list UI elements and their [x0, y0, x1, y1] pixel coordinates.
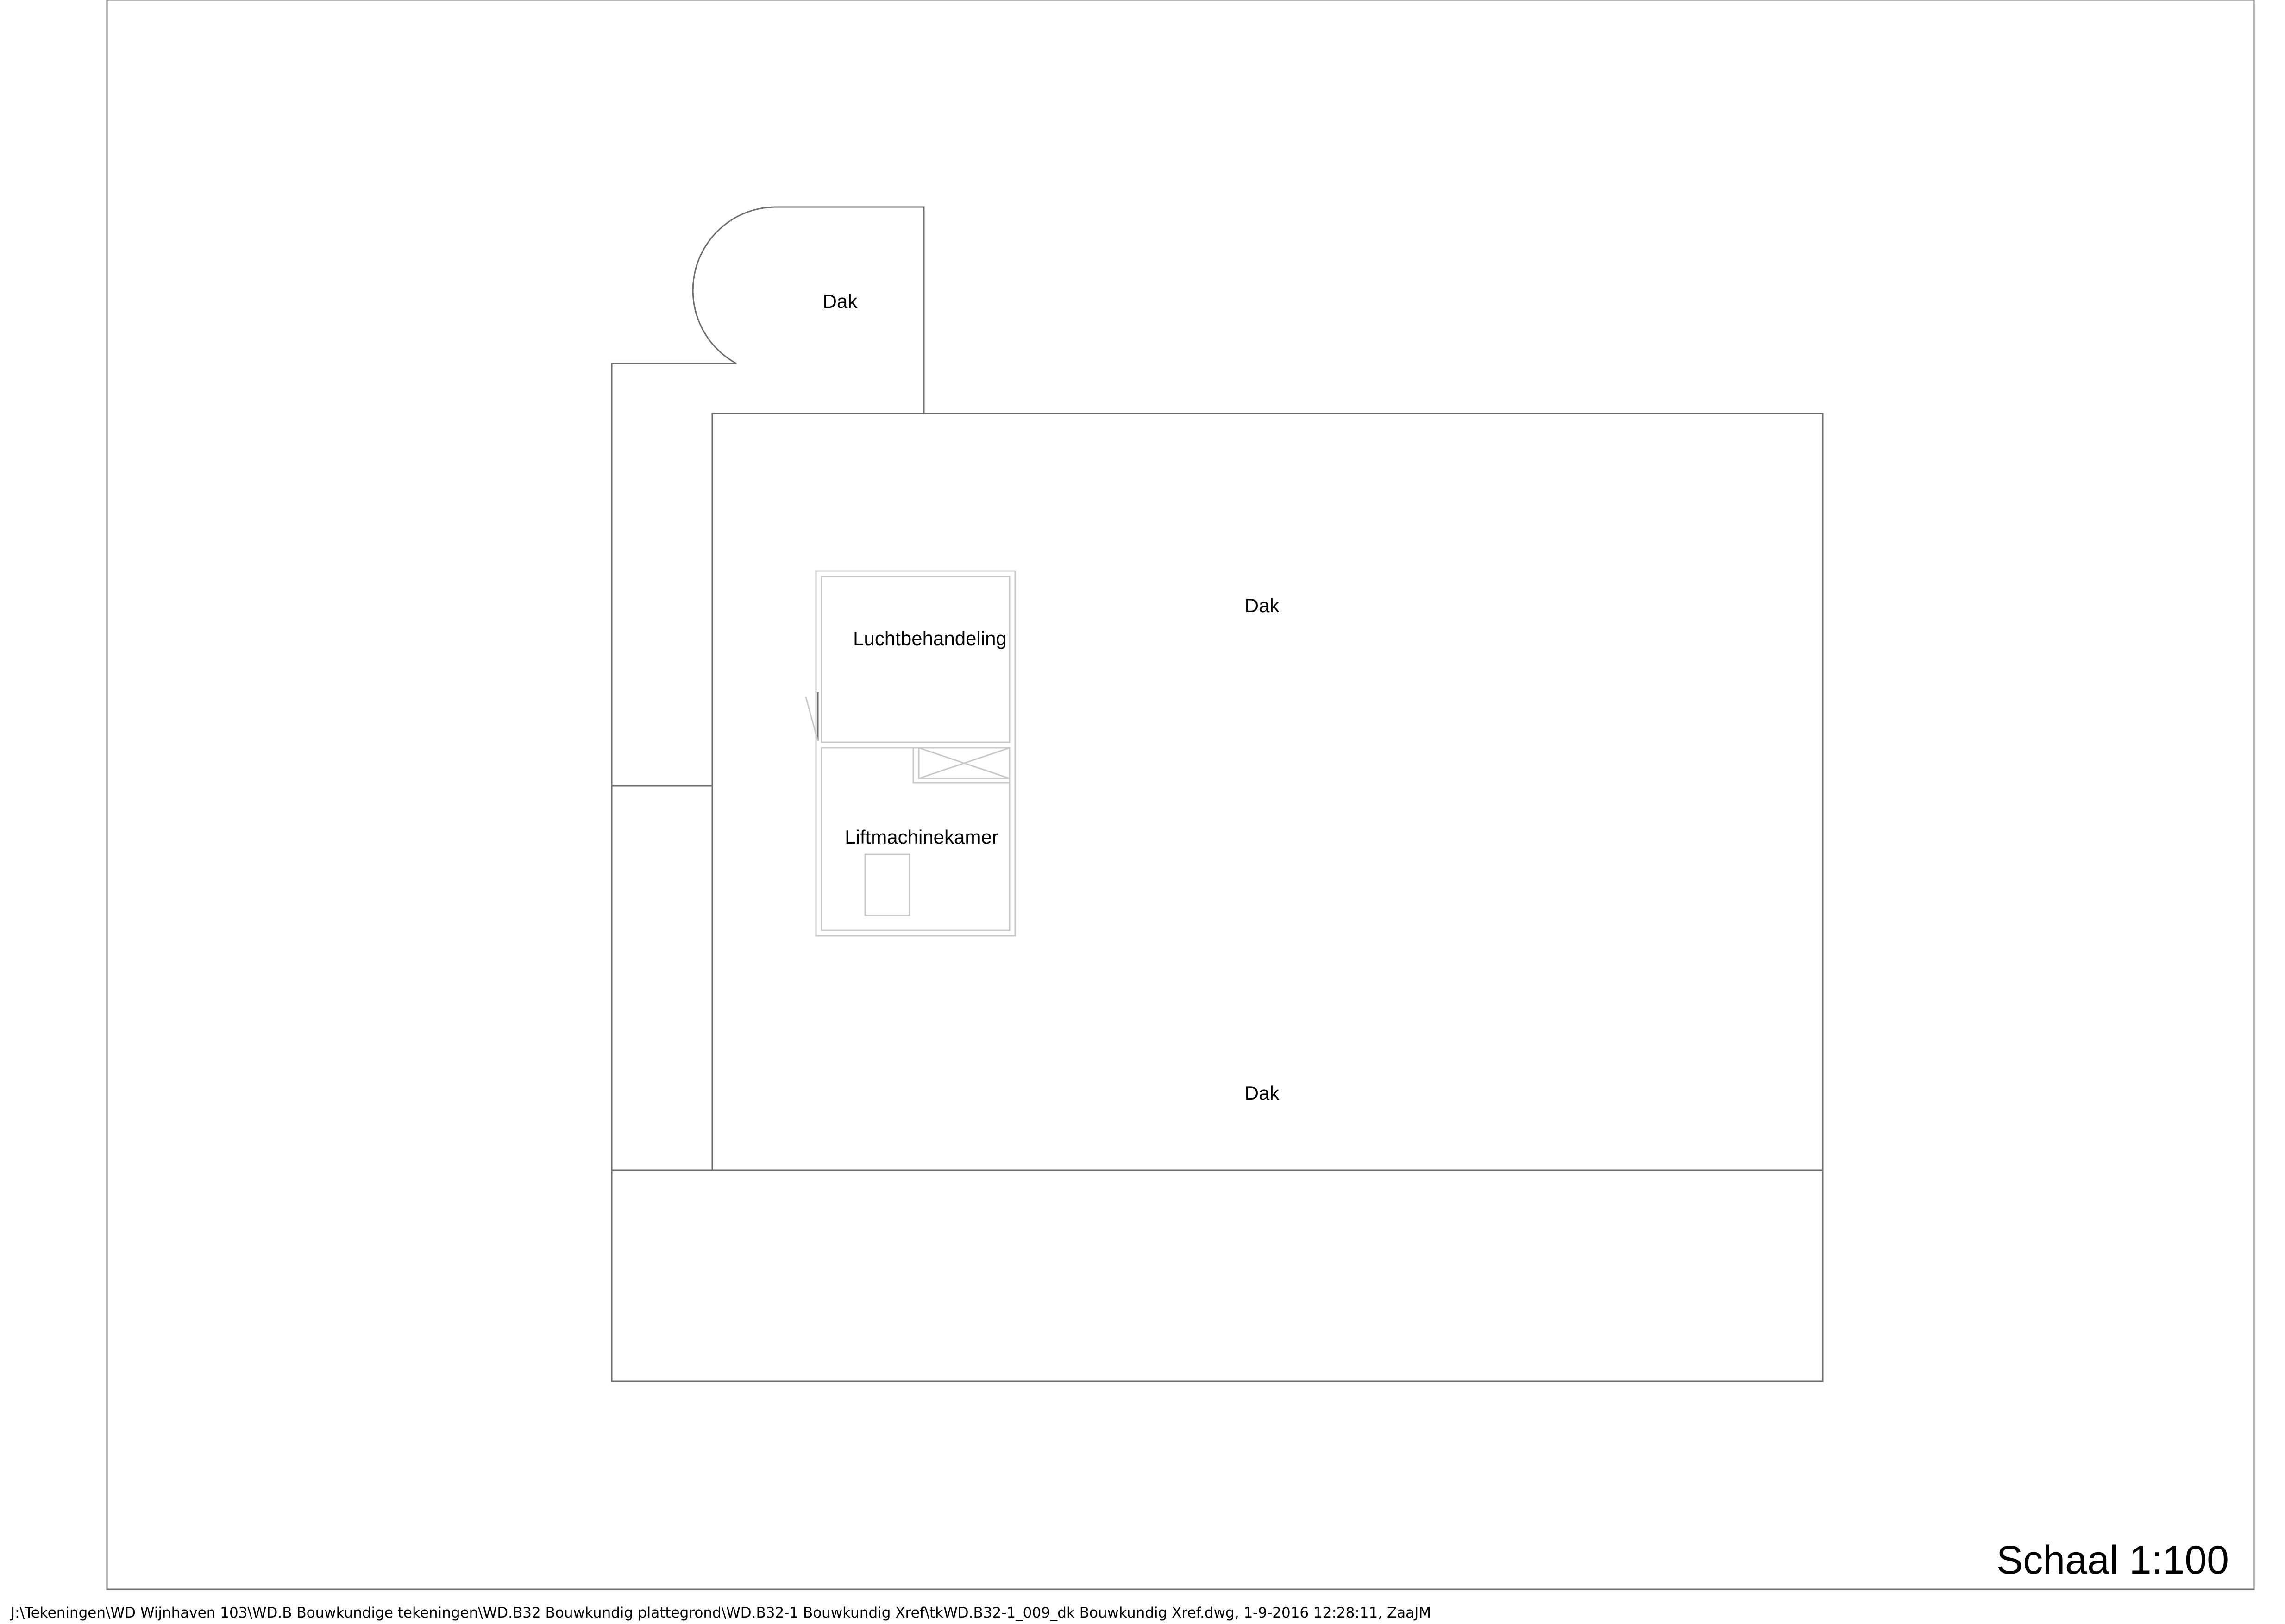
- installation-block-outer: [815, 570, 1016, 937]
- shaft-cross-b: [918, 747, 1010, 779]
- label-luchtbehandeling: Luchtbehandeling: [853, 627, 1007, 649]
- scale-label: Schaal 1:100: [1996, 1538, 2229, 1582]
- label-dak-upper: Dak: [1245, 595, 1280, 616]
- liftmachinekamer-room: [821, 747, 1011, 931]
- shaft-opening: [918, 747, 1011, 779]
- file-path-footer: J:\Tekeningen\WD Wijnhaven 103\WD.B Bouw…: [10, 1605, 1431, 1621]
- main-roof-outline: [711, 413, 1824, 1171]
- lower-roof-band: [611, 1169, 1824, 1382]
- stair-tower-outline: [611, 206, 925, 787]
- label-liftmachinekamer: Liftmachinekamer: [845, 826, 998, 848]
- lift-machine-base: [864, 853, 910, 916]
- label-dak-lower: Dak: [1245, 1082, 1280, 1104]
- shaft-wall-step: [822, 747, 1010, 784]
- luchtbehandeling-room: [821, 576, 1011, 743]
- sheet-frame: [106, 0, 2255, 1590]
- label-dak-tower: Dak: [823, 290, 858, 312]
- door-swing: [805, 696, 819, 741]
